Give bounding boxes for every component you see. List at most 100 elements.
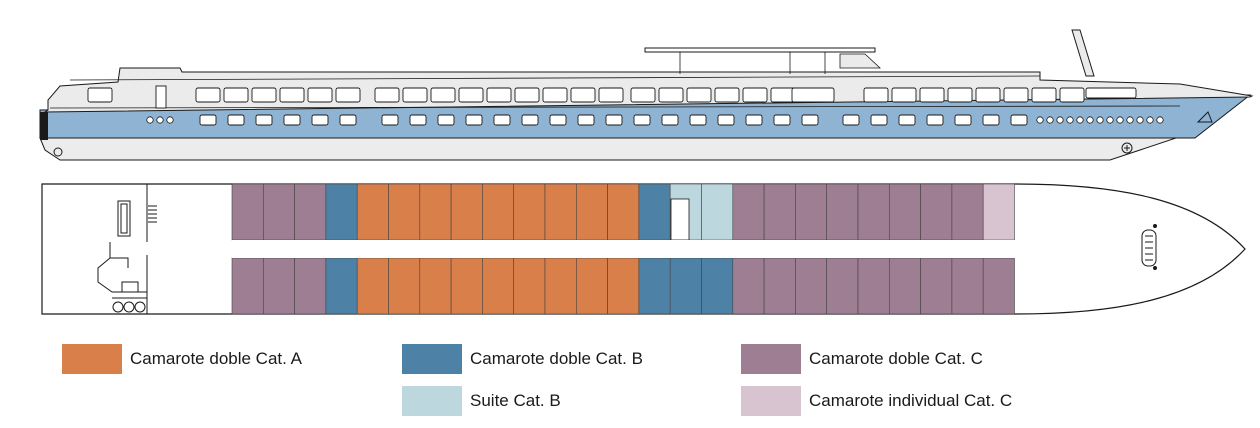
cabin-top-single_c [982,183,1015,241]
porthole [1116,116,1124,124]
legend-item-cat-c: Camarote doble Cat. C [741,344,983,374]
window [493,114,511,126]
window [402,87,428,103]
cabin-bottom-cat_a [513,257,546,315]
window [689,114,707,126]
cabin-bottom-cat_c [763,257,796,315]
anchor-icon [1121,142,1133,154]
porthole [1136,116,1144,124]
bow-staircase-icon [1141,224,1157,270]
cabin-top-cat_c [951,183,984,241]
cabin-bottom-cat_a [607,257,640,315]
window [926,114,944,126]
cabin-top-cat_b [325,183,358,241]
cabin-top-cat_c [888,183,921,241]
cabin-bottom-cat_c [982,257,1015,315]
cabin-bottom-cat_b [669,257,702,315]
cabin-top-cat_c [262,183,295,241]
window [791,87,835,103]
window [227,114,245,126]
upper-deck-windows [87,85,1137,109]
cabins-top-row [231,183,1015,241]
deck-plan [41,183,1246,315]
porthole [1036,116,1044,124]
cabin-bottom-cat_a [450,257,483,315]
cabin-bottom-cat_a [356,257,389,315]
window [195,87,221,103]
window [311,114,329,126]
cabin-bottom-cat_c [795,257,828,315]
legend-item-single-c: Camarote individual Cat. C [741,386,1012,416]
window [577,114,595,126]
window [717,114,735,126]
window [570,87,596,103]
porthole [1096,116,1104,124]
window [279,87,305,103]
porthole [1066,116,1074,124]
elevator [670,198,690,241]
window [199,114,217,126]
propeller-icon [53,147,63,157]
stern-facilities [97,184,157,314]
window [658,87,684,103]
legend-item-cat-a: Camarote doble Cat. A [62,344,302,374]
cabin-top-cat_a [482,183,514,241]
cabin-bottom-cat_c [857,257,890,315]
window [223,87,249,103]
cabin-bottom-cat_b [701,257,734,315]
cabin-bottom-cat_c [262,257,295,315]
porthole [1076,116,1084,124]
porthole [156,116,164,124]
sun-deck-canopy [644,47,876,53]
window [87,87,113,103]
door [155,85,167,109]
corridor [232,240,1015,258]
window [1031,87,1057,103]
legend-label-single-c: Camarote individual Cat. C [809,391,1013,410]
window [598,87,624,103]
window [801,114,819,126]
cabin-top-cat_a [419,183,452,241]
window [770,87,796,103]
window [686,87,712,103]
window [335,87,361,103]
legend-swatch-cat-a [62,344,122,374]
legend-label-suite-b: Suite Cat. B [470,391,561,410]
cabin-bottom-cat_b [638,257,671,315]
cabin-top-cat_c [231,183,264,241]
window [661,114,679,126]
porthole [1156,116,1164,124]
legend-item-suite-b: Suite Cat. B [402,386,561,416]
window [898,114,916,126]
legend-swatch-suite-b [402,386,462,416]
window [251,87,277,103]
cabin-top-cat_b [638,183,671,241]
cabin-top-cat_a [544,183,577,241]
cabin-top-cat_c [857,183,890,241]
legend-label-cat-a: Camarote doble Cat. A [130,349,302,368]
window [947,87,973,103]
legend-swatch-single-c [741,386,801,416]
window [1003,87,1029,103]
cabin-bottom-cat_c [294,257,327,315]
window [891,87,917,103]
cabin-bottom-cat_a [544,257,577,315]
window [486,87,512,103]
cabin-top-suite_b [701,183,734,241]
porthole [1086,116,1094,124]
cabin-top-cat_c [763,183,796,241]
cabin-bottom-cat_c [951,257,984,315]
window [409,114,427,126]
ship-side-profile [39,29,1254,161]
portholes [146,116,1164,124]
cabin-top-cat_c [795,183,828,241]
window [954,114,972,126]
porthole [1146,116,1154,124]
cabin-top-cat_c [294,183,327,241]
porthole [1106,116,1114,124]
window [430,87,456,103]
cabin-top-cat_a [388,183,421,241]
cabin-bottom-cat_c [920,257,953,315]
window [542,87,568,103]
